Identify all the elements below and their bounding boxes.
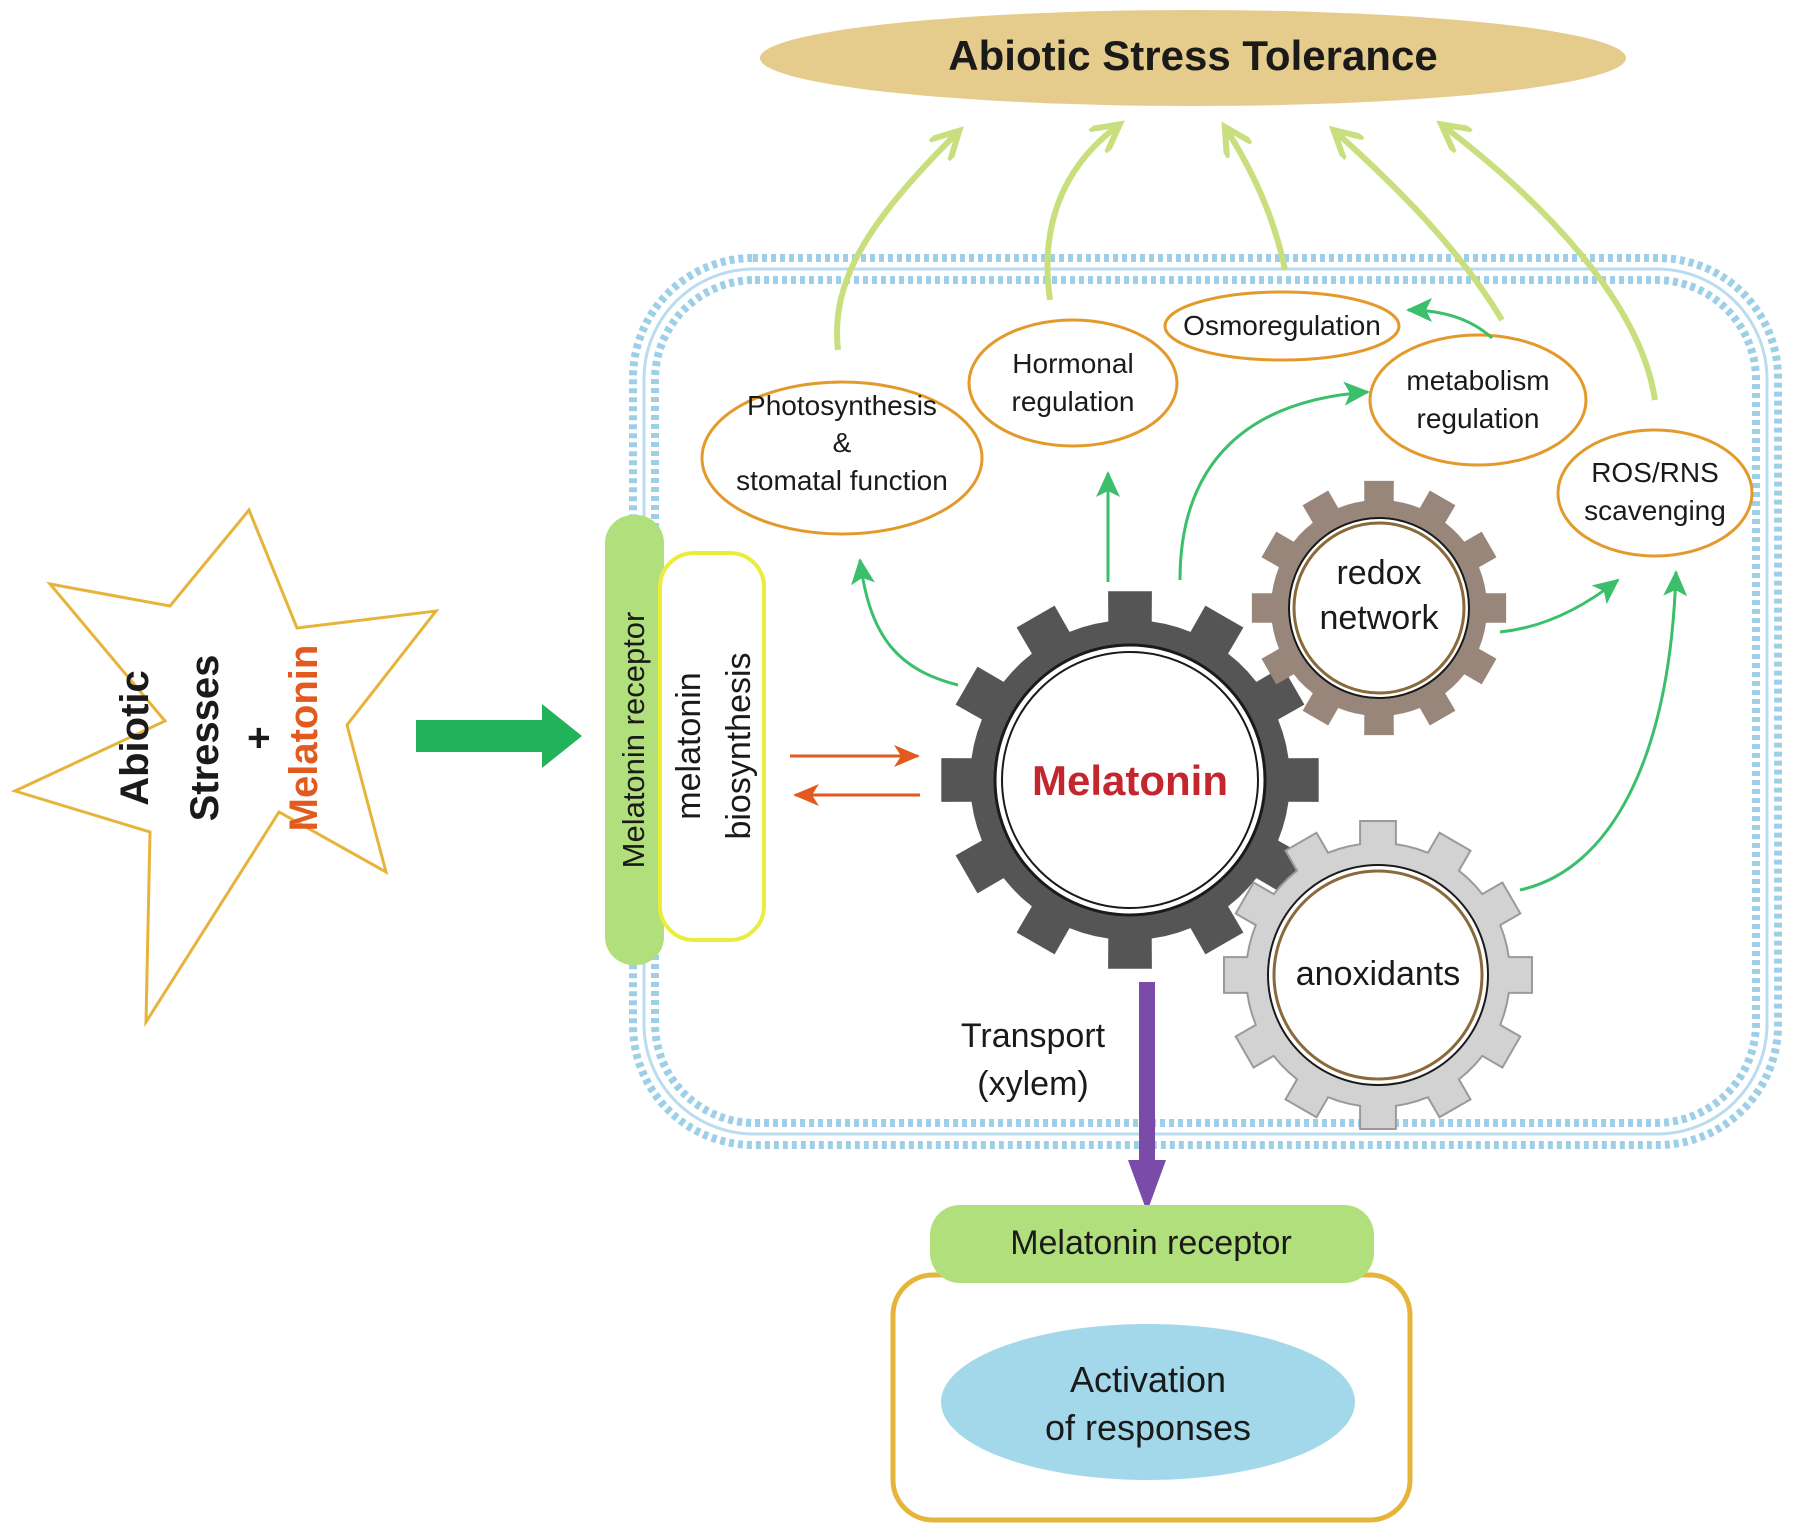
membrane-receptor-label: Melatonin receptor (616, 612, 651, 869)
cell-membrane-inner (651, 276, 1760, 1127)
metabolism-ellipse (1368, 333, 1588, 467)
osmoregulation-label: Osmoregulation (1183, 310, 1381, 341)
star-label-melatonin: Melatonin (282, 645, 326, 832)
ros-ellipse (1556, 428, 1754, 558)
arrow-antioxidants-to-ros (1519, 570, 1688, 892)
arrow-hormonal-to-tolerance (1044, 128, 1115, 301)
metabolism-label-2: regulation (1417, 403, 1540, 434)
melatonin-gear-ring (1001, 651, 1259, 909)
metabolism-label-1: metabolism (1406, 365, 1549, 396)
photosynthesis-label-1: Photosynthesis (747, 390, 937, 421)
photosynthesis-ellipse (700, 380, 984, 536)
activation-label-2: of responses (1045, 1407, 1251, 1448)
arrow-melatonin-to-metabolism (1178, 381, 1370, 581)
redox-label-2: network (1319, 599, 1439, 637)
antioxidant-gear-core (1267, 864, 1489, 1086)
hormonal-ellipse (967, 318, 1179, 448)
ros-label-1: ROS/RNS (1591, 457, 1719, 488)
membrane-receptor-bar (605, 515, 664, 965)
input-arrow (416, 704, 582, 768)
star-label-plus: + (237, 726, 281, 749)
biosynthesis-label-1: melatonin (670, 672, 708, 819)
photosynthesis-label-2: & (833, 427, 852, 458)
arrow-melatonin-to-photosynthesis (851, 558, 959, 687)
target-receptor (930, 1205, 1374, 1283)
biosynthesis-box (658, 551, 766, 942)
antioxidant-label: anoxidants (1296, 955, 1460, 993)
melatonin-gear-label: Melatonin (1032, 757, 1228, 804)
transport-label-1: Transport (961, 1017, 1106, 1055)
arrow-metabolism-to-osmoregulation (1406, 298, 1494, 340)
arrow-ros-to-tolerance (1446, 128, 1658, 401)
diagram-title: Abiotic Stress Tolerance (948, 32, 1437, 79)
transport-arrow-shaft (1139, 982, 1155, 1165)
hormonal-label-2: regulation (1012, 386, 1135, 417)
biosynthesis-label-2: biosynthesis (720, 652, 758, 839)
redox-gear-core (1288, 517, 1470, 699)
activation-label-1: Activation (1070, 1359, 1226, 1400)
redox-gear-ring (1292, 521, 1466, 695)
star-label-stresses: Stresses (183, 655, 227, 822)
redox-label-1: redox (1336, 554, 1421, 592)
activation-ellipse (941, 1324, 1355, 1480)
photosynthesis-label-3: stomatal function (736, 465, 948, 496)
ros-label-2: scavenging (1584, 495, 1726, 526)
osmoregulation-ellipse (1163, 290, 1401, 362)
arrow-metabolism-to-tolerance (1338, 134, 1505, 322)
transport-label-2: (xylem) (977, 1065, 1088, 1103)
arrow-redox-to-ros (1499, 578, 1620, 634)
arrow-photosynthesis-to-tolerance (834, 135, 955, 351)
cell-membrane-outer (629, 254, 1782, 1149)
target-receptor-label: Melatonin receptor (1010, 1224, 1292, 1262)
melatonin-gear-core (993, 643, 1267, 917)
star-label-abiotic: Abiotic (113, 670, 157, 806)
abiotic-stress-star (10, 507, 440, 1028)
transport-arrow-head (1128, 1160, 1166, 1212)
antioxidant-gear-ring (1272, 869, 1484, 1081)
hormonal-label-1: Hormonal (1012, 348, 1133, 379)
arrow-osmoregulation-to-tolerance (1228, 132, 1288, 271)
title-ellipse (760, 10, 1626, 106)
